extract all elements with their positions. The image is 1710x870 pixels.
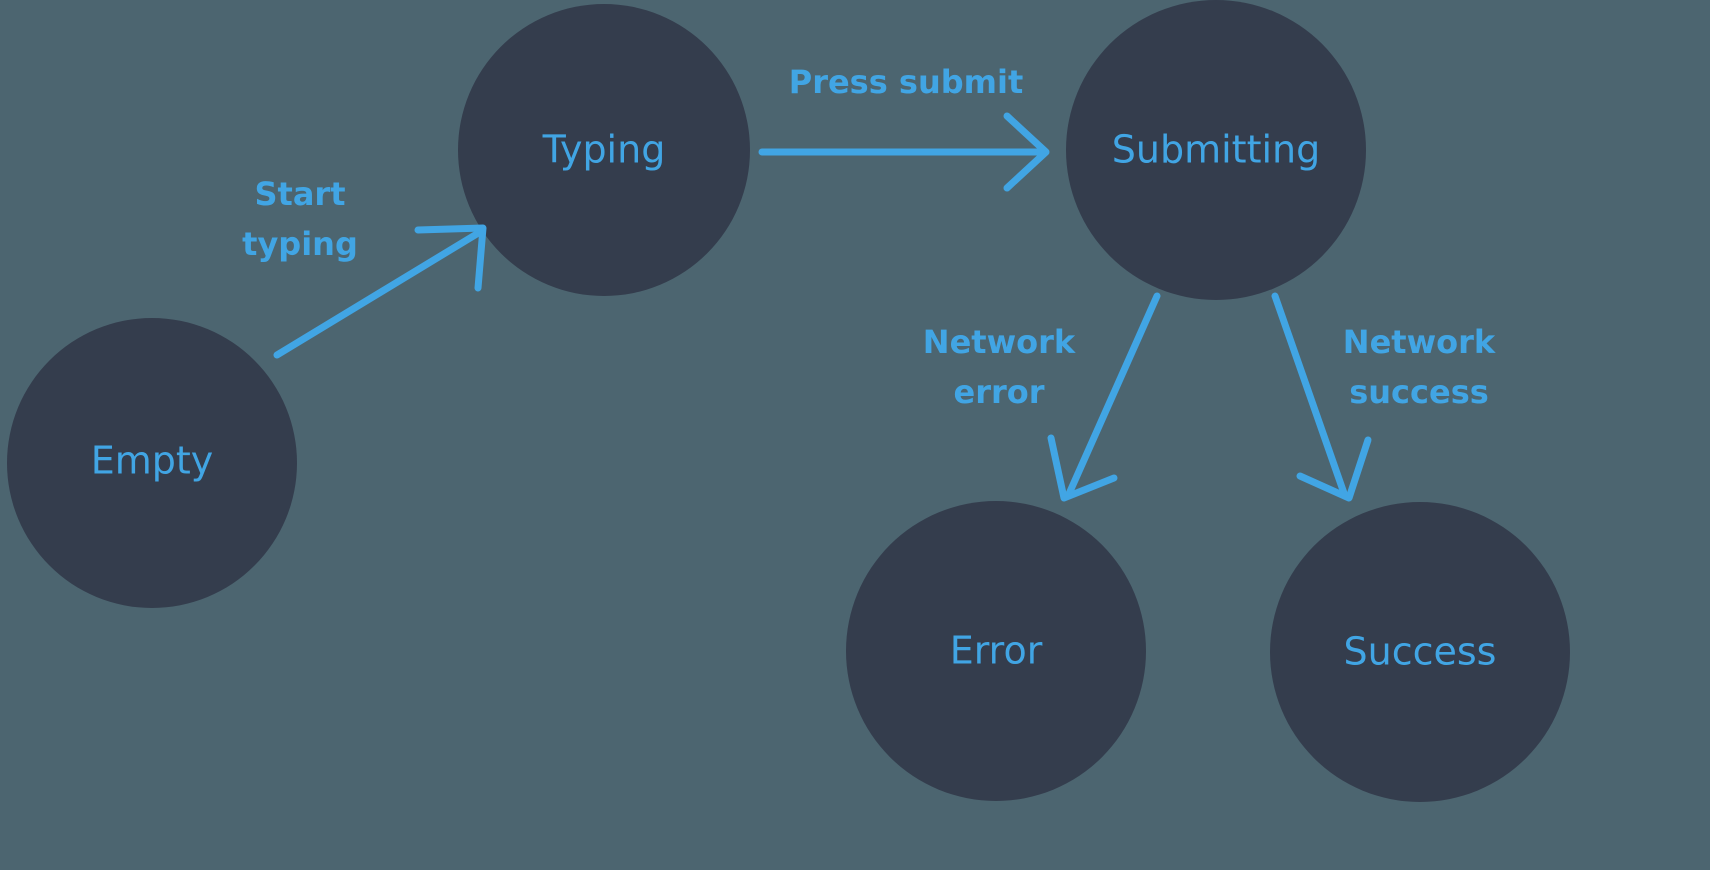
transition-network-error-line (1064, 292, 1161, 500)
transition-network-error-arrowhead (1047, 434, 1118, 502)
state-node-submitting[interactable]: Submitting (1066, 0, 1366, 300)
state-node-success-label: Success (1344, 630, 1497, 674)
transition-network-success[interactable]: Network success (1271, 292, 1496, 502)
transition-network-success-label-line1: Network (1343, 323, 1496, 361)
state-node-typing[interactable]: Typing (458, 4, 750, 296)
state-node-typing-circle[interactable] (458, 4, 750, 296)
transition-start-typing[interactable]: Start typing (242, 175, 487, 359)
transition-network-success-arrowhead (1296, 436, 1372, 502)
transition-network-error-label-line2: error (953, 373, 1044, 411)
state-node-submitting-label: Submitting (1112, 128, 1320, 172)
state-node-empty[interactable]: Empty (7, 318, 297, 608)
transition-network-error[interactable]: Network error (923, 292, 1161, 502)
transition-start-typing-arrowhead (414, 224, 487, 292)
state-node-empty-label: Empty (91, 439, 214, 483)
transition-press-submit-arrowhead (1003, 112, 1050, 192)
transition-press-submit[interactable]: Press submit (758, 63, 1050, 192)
state-node-typing-label: Typing (542, 128, 666, 172)
state-node-submitting-circle[interactable] (1066, 0, 1366, 300)
transition-press-submit-label: Press submit (789, 63, 1024, 101)
transition-start-typing-label-line2: typing (242, 225, 358, 263)
transition-network-error-label-line1: Network (923, 323, 1076, 361)
state-node-empty-circle[interactable] (7, 318, 297, 608)
state-node-success-circle[interactable] (1270, 502, 1570, 802)
transition-network-success-label-line2: success (1349, 373, 1489, 411)
state-node-error-circle[interactable] (846, 501, 1146, 801)
state-node-error-label: Error (950, 629, 1043, 673)
transition-start-typing-line (273, 228, 484, 359)
transition-network-success-line (1271, 292, 1349, 500)
state-node-success[interactable]: Success (1270, 502, 1570, 802)
state-node-error[interactable]: Error (846, 501, 1146, 801)
transition-start-typing-label-line1: Start (254, 175, 345, 213)
